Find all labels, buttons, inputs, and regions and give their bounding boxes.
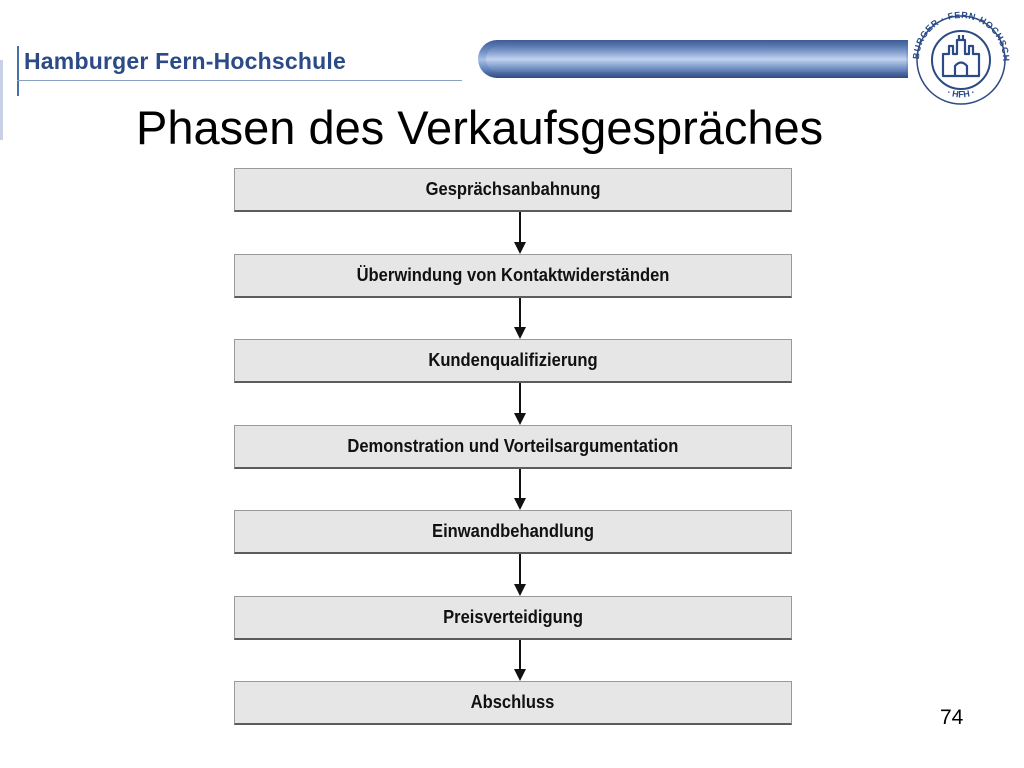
process-step-box: Einwandbehandlung <box>234 510 792 554</box>
flow-arrow-line <box>519 469 521 498</box>
slide-title: Phasen des Verkaufsgespräches <box>136 101 824 154</box>
page-number: 74 <box>940 706 964 729</box>
flow-arrow-head <box>514 413 526 425</box>
flow-arrow-head <box>514 242 526 254</box>
flow-arrow-head <box>514 584 526 596</box>
header-horizontal-rule <box>17 80 462 81</box>
flow-arrow-line <box>519 554 521 584</box>
process-step-label: Demonstration und Vorteilsargumentation <box>347 436 679 456</box>
process-step-box: Gesprächsanbahnung <box>234 168 792 212</box>
svg-text:· HFH ·: · HFH · <box>946 87 976 99</box>
flow-arrow-line <box>519 640 521 669</box>
process-step-box: Überwindung von Kontaktwiderständen <box>234 254 792 298</box>
process-step-label: Überwindung von Kontaktwiderständen <box>356 265 670 285</box>
header-band-highlight <box>486 46 906 72</box>
flow-arrow-head <box>514 498 526 510</box>
flow-arrow-head <box>514 669 526 681</box>
flow-arrow-head <box>514 327 526 339</box>
left-edge-decoration <box>0 60 3 140</box>
header-vertical-rule <box>17 46 19 96</box>
process-step-box: Demonstration und Vorteilsargumentation <box>234 425 792 469</box>
process-step-label: Einwandbehandlung <box>432 521 594 541</box>
process-step-box: Kundenqualifizierung <box>234 339 792 383</box>
brand-name: Hamburger Fern-Hochschule <box>24 48 346 74</box>
process-step-label: Kundenqualifizierung <box>428 350 598 370</box>
process-step-label: Gesprächsanbahnung <box>425 179 601 199</box>
university-seal-logo: HAMBURGER · FERN-HOCHSCHULE · HFH · <box>902 10 1011 105</box>
flow-arrow-line <box>519 383 521 413</box>
flow-arrow-line <box>519 298 521 327</box>
process-step-box: Abschluss <box>234 681 792 725</box>
process-step-label: Abschluss <box>471 692 555 712</box>
flow-arrow-line <box>519 212 521 242</box>
process-step-box: Preisverteidigung <box>234 596 792 640</box>
process-step-label: Preisverteidigung <box>443 607 583 627</box>
castle-icon <box>941 35 981 78</box>
